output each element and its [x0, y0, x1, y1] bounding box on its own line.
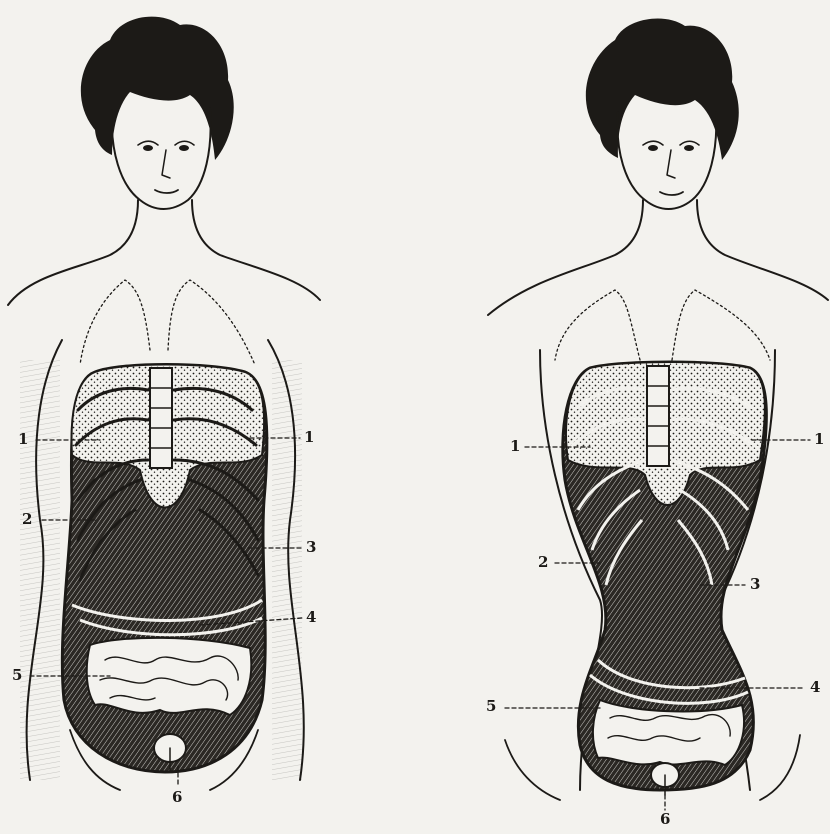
label-natural-1b: 1	[304, 430, 314, 445]
label-natural-1a: 1	[18, 432, 28, 447]
label-corseted-2: 2	[538, 555, 548, 570]
label-corseted-6: 6	[660, 812, 670, 827]
figure-corseted	[488, 18, 828, 810]
label-natural-5: 5	[12, 668, 22, 683]
label-corseted-4: 4	[810, 680, 820, 695]
intestines-natural	[87, 638, 252, 715]
label-corseted-5: 5	[486, 699, 496, 714]
label-natural-4: 4	[306, 610, 316, 625]
label-corseted-3: 3	[750, 577, 760, 592]
label-natural-2: 2	[22, 512, 32, 527]
label-corseted-1a: 1	[510, 439, 520, 454]
figure-natural	[8, 17, 320, 790]
label-natural-3: 3	[306, 540, 316, 555]
face-left	[112, 108, 211, 209]
label-natural-6: 6	[172, 790, 182, 805]
label-corseted-1b: 1	[814, 432, 824, 447]
